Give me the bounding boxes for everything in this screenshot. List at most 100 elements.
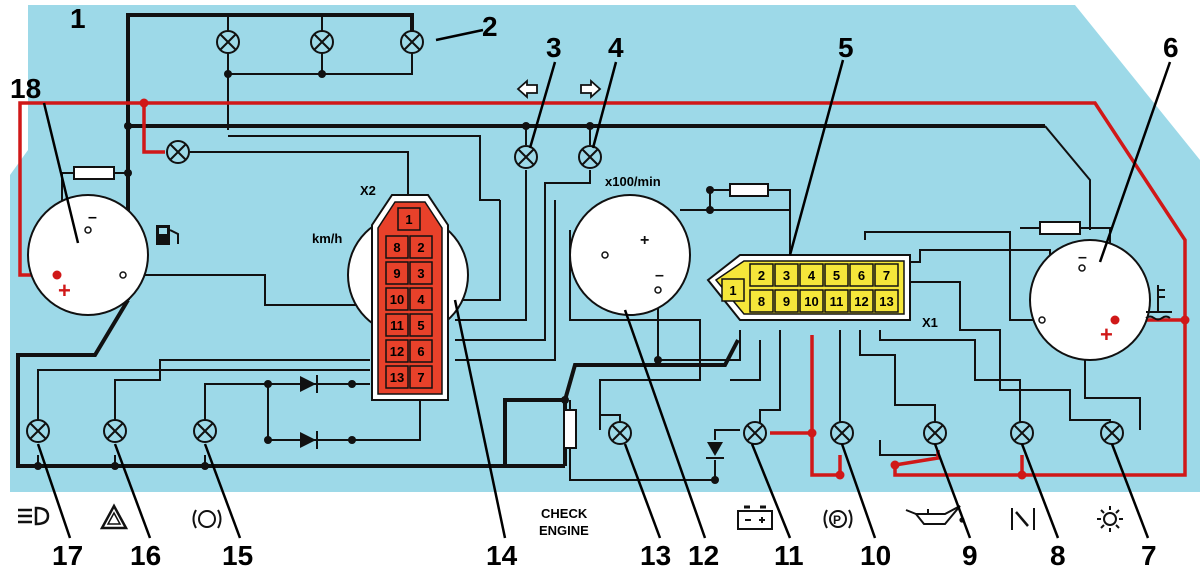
coolant-thermometer-icon bbox=[1145, 285, 1172, 321]
temp-plus: + bbox=[1100, 322, 1113, 347]
svg-text:10: 10 bbox=[804, 294, 818, 309]
oil-can-icon bbox=[905, 505, 965, 525]
lamp-2a bbox=[216, 30, 240, 54]
svg-text:9: 9 bbox=[393, 266, 400, 281]
svg-text:10: 10 bbox=[390, 292, 404, 307]
callout-4: 4 bbox=[608, 32, 624, 63]
fuel-gauge-plus: + bbox=[58, 278, 71, 303]
svg-text:7: 7 bbox=[883, 268, 890, 283]
fuel-pump-icon bbox=[156, 225, 179, 245]
x2-pin-10: 10 bbox=[385, 287, 409, 311]
svg-text:3: 3 bbox=[417, 266, 424, 281]
temp-minus: – bbox=[1078, 249, 1087, 266]
svg-text:5: 5 bbox=[833, 268, 840, 283]
svg-text:3: 3 bbox=[783, 268, 790, 283]
callout-13: 13 bbox=[640, 540, 671, 571]
x1-pin-4: 4 bbox=[799, 263, 824, 287]
connector-x1-label: X1 bbox=[922, 315, 938, 330]
lamp-8-choke bbox=[1010, 421, 1034, 445]
battery-icon bbox=[737, 505, 773, 530]
x1-pin-11: 11 bbox=[824, 289, 849, 313]
check-engine-label-line1: CHECK bbox=[541, 506, 588, 521]
svg-text:5: 5 bbox=[417, 318, 424, 333]
callout-7: 7 bbox=[1141, 540, 1157, 571]
lamp-16-hazard bbox=[103, 419, 127, 443]
x1-pin-2: 2 bbox=[749, 263, 774, 287]
x2-pin-8: 8 bbox=[385, 235, 409, 259]
x1-pin-12: 12 bbox=[849, 289, 874, 313]
turn-left-arrow-icon bbox=[516, 78, 538, 100]
svg-text:6: 6 bbox=[417, 344, 424, 359]
fuel-gauge-resistor bbox=[73, 166, 115, 180]
lamp-11-battery bbox=[743, 421, 767, 445]
x1-pin-7: 7 bbox=[874, 263, 899, 287]
x2-pin-9: 9 bbox=[385, 261, 409, 285]
x1-pin-3: 3 bbox=[774, 263, 799, 287]
headlight-beam-icon bbox=[18, 506, 50, 526]
lamp-9-oil-pressure bbox=[923, 421, 947, 445]
hazard-triangle-icon bbox=[99, 503, 129, 530]
check-engine-resistor bbox=[563, 409, 577, 449]
lamp-3-left-turn bbox=[514, 145, 538, 169]
sidelight-sun-icon bbox=[1097, 506, 1123, 532]
callout-8: 8 bbox=[1050, 540, 1066, 571]
tacho-plus: + bbox=[640, 232, 649, 249]
x1-pin-9: 9 bbox=[774, 289, 799, 313]
callout-leaders bbox=[36, 28, 1172, 539]
x2-pin-11: 11 bbox=[385, 313, 409, 337]
x2-pin-2: 2 bbox=[409, 235, 433, 259]
svg-text:1: 1 bbox=[405, 212, 412, 227]
x1-pin-13: 13 bbox=[874, 289, 899, 313]
svg-text:6: 6 bbox=[858, 268, 865, 283]
lamp-10-parking-brake bbox=[830, 421, 854, 445]
fuel-gauge-minus: – bbox=[88, 209, 97, 226]
svg-text:4: 4 bbox=[808, 268, 816, 283]
callout-14: 14 bbox=[486, 540, 518, 571]
svg-text:11: 11 bbox=[390, 318, 404, 333]
callout-3: 3 bbox=[546, 32, 562, 63]
svg-text:11: 11 bbox=[830, 294, 844, 309]
junction-dots bbox=[34, 70, 1190, 484]
callout-9: 9 bbox=[962, 540, 978, 571]
wiring bbox=[16, 13, 1141, 481]
svg-text:9: 9 bbox=[783, 294, 790, 309]
svg-text:8: 8 bbox=[758, 294, 765, 309]
callout-2: 2 bbox=[482, 11, 498, 42]
tachometer-unit-label: x100/min bbox=[605, 174, 661, 189]
parking-brake-icon: P bbox=[823, 509, 853, 529]
lamp-4-right-turn bbox=[578, 145, 602, 169]
x2-pin-4: 4 bbox=[409, 287, 433, 311]
lamp-15-brake bbox=[193, 419, 217, 443]
x2-pin-6: 6 bbox=[409, 339, 433, 363]
svg-text:12: 12 bbox=[854, 294, 868, 309]
lamp-17-high-beam bbox=[26, 419, 50, 443]
x2-pin-7: 7 bbox=[409, 365, 433, 389]
brake-warning-icon bbox=[192, 509, 222, 529]
x2-pin-5: 5 bbox=[409, 313, 433, 337]
lamp-13-check-engine bbox=[608, 421, 632, 445]
speedometer-unit-label: km/h bbox=[312, 231, 342, 246]
callout-5: 5 bbox=[838, 32, 854, 63]
x2-pin-1: 1 bbox=[397, 207, 421, 231]
x2-pin-13: 13 bbox=[385, 365, 409, 389]
callout-15: 15 bbox=[222, 540, 253, 571]
diode-lower bbox=[300, 431, 318, 449]
svg-text:13: 13 bbox=[390, 370, 404, 385]
svg-text:13: 13 bbox=[879, 294, 893, 309]
tacho-minus: – bbox=[655, 267, 664, 284]
lamp-2c bbox=[400, 30, 424, 54]
callout-6: 6 bbox=[1163, 32, 1179, 63]
x2-pin-12: 12 bbox=[385, 339, 409, 363]
callout-12: 12 bbox=[688, 540, 719, 571]
lamp-2b bbox=[310, 30, 334, 54]
connector-x2-label: X2 bbox=[360, 183, 376, 198]
svg-text:P: P bbox=[833, 513, 841, 527]
x1-pin-8: 8 bbox=[749, 289, 774, 313]
lamp-7-sidelights bbox=[1100, 421, 1124, 445]
svg-text:7: 7 bbox=[417, 370, 424, 385]
svg-text:12: 12 bbox=[390, 344, 404, 359]
callout-18: 18 bbox=[10, 73, 41, 104]
